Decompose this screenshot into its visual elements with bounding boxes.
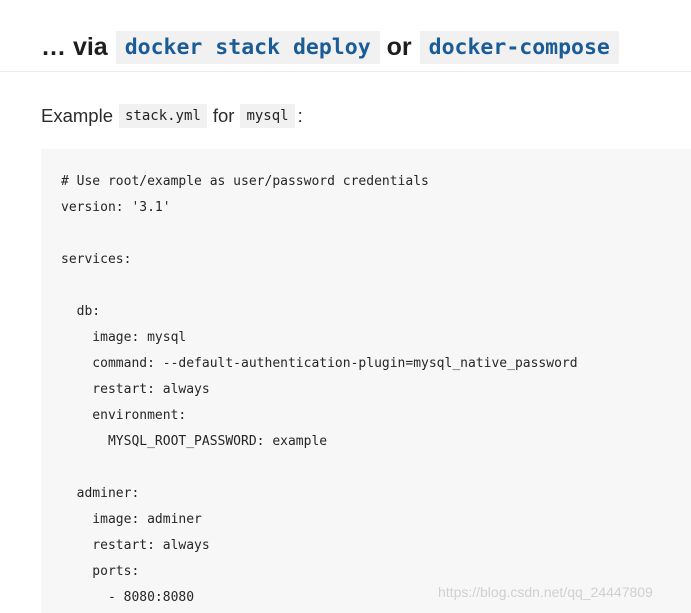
heading-prefix: … via xyxy=(41,32,108,61)
intro-text-example: Example xyxy=(41,105,113,126)
code-line: restart: always xyxy=(61,538,210,553)
code-line: image: adminer xyxy=(61,512,202,527)
intro-text-for: for xyxy=(212,105,235,126)
watermark: https://blog.csdn.net/qq_24447809 xyxy=(438,584,653,600)
code-line: restart: always xyxy=(61,382,210,397)
code-line: MYSQL_ROOT_PASSWORD: example xyxy=(61,434,328,449)
code-line: services: xyxy=(61,252,132,267)
code-line: db: xyxy=(61,304,101,319)
code-line: ports: xyxy=(61,564,140,579)
code-block[interactable]: # Use root/example as user/password cred… xyxy=(41,149,691,613)
heading-code-compose: docker-compose xyxy=(419,30,619,64)
heading-connector: or xyxy=(386,32,412,61)
code-line: # Use root/example as user/password cred… xyxy=(61,174,429,189)
code-line: environment: xyxy=(61,408,187,423)
intro-code-mysql: mysql xyxy=(240,104,295,128)
code-line: - 8080:8080 xyxy=(61,590,195,605)
intro-code-stack-yml: stack.yml xyxy=(118,104,207,128)
code-line: adminer: xyxy=(61,486,140,501)
section-heading: … via docker stack deploy or docker-comp… xyxy=(41,27,626,67)
section-divider xyxy=(0,71,691,72)
intro-text-colon: : xyxy=(297,105,303,126)
code-line: image: mysql xyxy=(61,330,187,345)
code-line: version: '3.1' xyxy=(61,200,171,215)
intro-paragraph: Example stack.yml for mysql : xyxy=(41,102,303,130)
heading-code-stack-deploy: docker stack deploy xyxy=(115,30,380,64)
code-line: command: --default-authentication-plugin… xyxy=(61,356,578,371)
